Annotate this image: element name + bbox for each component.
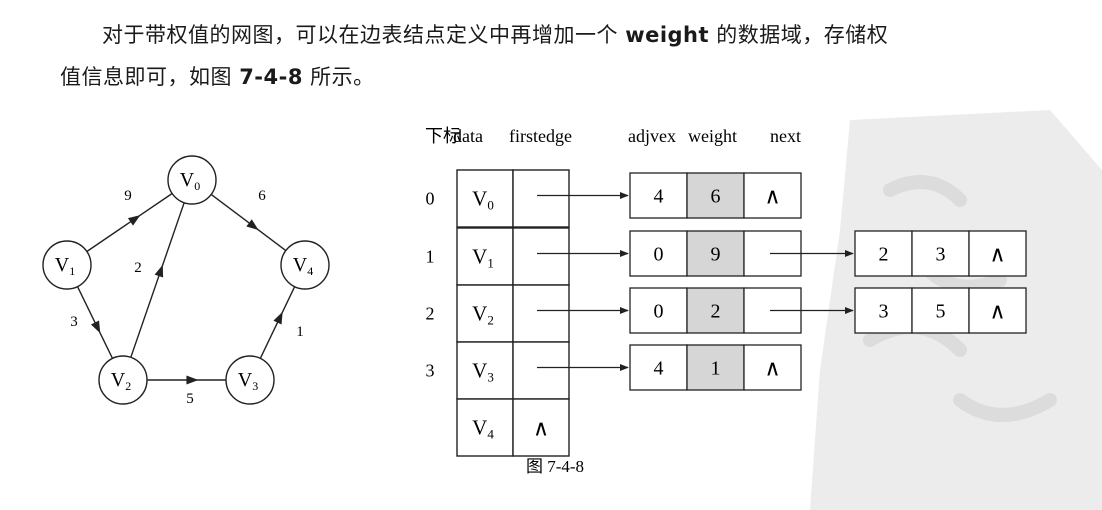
vertex-label-v2: V2 [111, 369, 131, 393]
vertex-data-cell [456, 227, 514, 286]
edge-weight-label: 3 [70, 314, 78, 330]
edge-arrowhead [127, 215, 141, 226]
weight-cell [686, 344, 745, 391]
weight-value: 5 [936, 301, 946, 323]
header-firstedge: firstedge [509, 126, 572, 146]
firstedge-cell [512, 284, 570, 343]
vertex-data-cell [456, 284, 514, 343]
next-cell [968, 230, 1027, 277]
weight-value: 9 [711, 244, 721, 266]
vertex-v1 [42, 240, 92, 290]
row-index: 0 [426, 189, 435, 209]
edge-weight-label: 9 [124, 188, 132, 204]
vertex-data-label: V4 [472, 416, 494, 442]
weight-cell [911, 230, 970, 277]
null-pointer: ∧ [533, 416, 549, 441]
adjvex-value: 0 [654, 244, 664, 266]
edge-weight-label: 2 [134, 260, 142, 276]
graph-edge-v1-v0 [86, 192, 173, 253]
graph-edge-v0-v4 [210, 193, 287, 252]
adjvex-value: 3 [879, 301, 889, 323]
edge-weight-label: 6 [258, 188, 266, 204]
vertex-data-cell [456, 169, 514, 228]
vertex-label-v3: V3 [238, 369, 258, 393]
watermark-glyphs [863, 175, 1057, 422]
firstedge-cell [512, 398, 570, 457]
graph-edge-v2-v0 [130, 202, 185, 358]
edge-arrowhead [246, 219, 259, 231]
weight-cell [686, 287, 745, 334]
figure-caption: 图 7-4-8 [526, 457, 584, 476]
adjvex-cell [629, 230, 688, 277]
weight-cell [911, 287, 970, 334]
vertex-label-v4: V4 [293, 254, 313, 278]
weight-value: 6 [711, 186, 721, 208]
adjvex-value: 4 [654, 358, 664, 380]
adjvex-cell [629, 287, 688, 334]
weight-value: 3 [936, 244, 946, 266]
firstedge-cell [512, 341, 570, 400]
vertex-data-label: V3 [472, 359, 494, 385]
vertex-data-label: V1 [472, 245, 494, 271]
adjvex-value: 0 [654, 301, 664, 323]
vertex-v0 [167, 155, 217, 205]
paragraph-text: 值信息即可，如图 [60, 65, 240, 89]
body-paragraph: 对于带权值的网图，可以在边表结点定义中再增加一个 weight 的数据域，存储权… [60, 14, 1080, 98]
vertex-data-label: V2 [472, 302, 494, 328]
next-cell [968, 287, 1027, 334]
header-weight: weight [688, 126, 737, 146]
vertex-label-v0: V0 [180, 169, 200, 193]
edge-weight-label: 1 [296, 324, 304, 340]
header-adjvex: adjvex [628, 126, 676, 146]
vertex-v2 [98, 355, 148, 405]
vertex-v4 [280, 240, 330, 290]
weight-value: 2 [711, 301, 721, 323]
edge-arrowhead [154, 264, 164, 278]
null-pointer: ∧ [989, 299, 1005, 324]
null-pointer: ∧ [764, 356, 780, 381]
weight-cell [686, 172, 745, 219]
adjvex-cell [629, 344, 688, 391]
header-index: 下标 [425, 126, 461, 146]
firstedge-cell [512, 169, 570, 228]
paragraph-text: 所示。 [302, 65, 375, 89]
header-next: next [770, 126, 801, 146]
vertex-data-label: V0 [472, 187, 494, 213]
adjvex-cell [629, 172, 688, 219]
edge-arrowhead [186, 375, 199, 385]
weight-value: 1 [711, 358, 721, 380]
paragraph-text: 对于带权值的网图，可以在边表结点定义中再增加一个 [102, 23, 626, 47]
paragraph-line-2: 值信息即可，如图 7-4-8 所示。 [60, 56, 1080, 98]
figure-reference: 7-4-8 [239, 65, 303, 89]
weight-cell [686, 230, 745, 277]
next-cell [743, 344, 802, 391]
row-index: 2 [426, 304, 435, 324]
next-cell [743, 172, 802, 219]
row-index: 3 [426, 361, 435, 381]
vertex-label-v1: V1 [55, 254, 75, 278]
paragraph-text: 的数据域，存储权 [709, 23, 889, 47]
header-data: data [453, 126, 483, 146]
vertex-data-cell [456, 341, 514, 400]
adjvex-cell [854, 287, 913, 334]
adjvex-value: 2 [879, 244, 889, 266]
edge-arrowhead [90, 320, 101, 334]
edge-weight-label: 5 [186, 391, 194, 407]
keyword-weight: weight [625, 23, 710, 47]
firstedge-cell [512, 227, 570, 286]
row-index: 1 [426, 247, 435, 267]
adjvex-value: 4 [654, 186, 664, 208]
vertex-v3 [225, 355, 275, 405]
edge-arrowhead [273, 311, 283, 325]
null-pointer: ∧ [989, 242, 1005, 267]
adjvex-cell [854, 230, 913, 277]
null-pointer: ∧ [764, 184, 780, 209]
paragraph-line-1: 对于带权值的网图，可以在边表结点定义中再增加一个 weight 的数据域，存储权 [60, 14, 1080, 56]
